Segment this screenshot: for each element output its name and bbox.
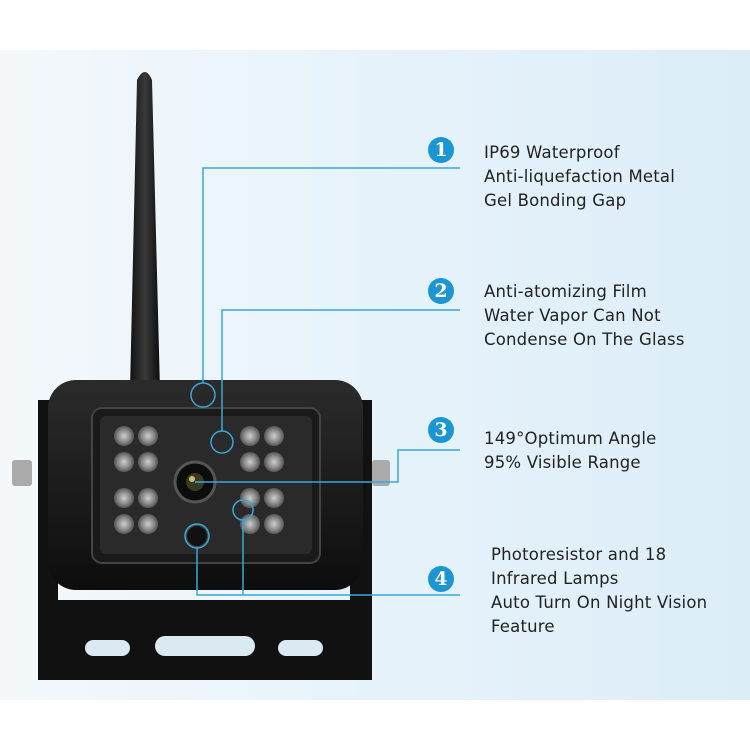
text-line: 149°Optimum Angle	[484, 429, 657, 448]
text-line: IP69 Waterproof	[484, 143, 620, 162]
text-line: Anti-liquefaction Metal	[484, 167, 675, 186]
feature-number-badge: 1	[428, 137, 454, 163]
background	[0, 50, 750, 700]
infrared-led	[264, 426, 284, 446]
text-line: Photoresistor and 18	[491, 545, 667, 564]
infrared-led	[138, 452, 158, 472]
infrared-led	[264, 488, 284, 508]
infrared-led	[240, 452, 260, 472]
feature-3-text: 149°Optimum Angle 95% Visible Range	[484, 427, 656, 475]
feature-number-badge: 3	[428, 417, 454, 443]
antenna	[130, 72, 160, 390]
feature-1-text: IP69 Waterproof Anti-liquefaction Metal …	[484, 141, 675, 213]
text-line: Condense On The Glass	[484, 330, 685, 349]
infrared-led	[138, 426, 158, 446]
infrared-led	[114, 514, 134, 534]
feature-4-text: Photoresistor and 18 Infrared Lamps Auto…	[491, 543, 707, 639]
infrared-led	[114, 488, 134, 508]
text-line: Infrared Lamps	[491, 569, 619, 588]
text-line: Auto Turn On Night Vision	[491, 593, 708, 612]
feature-number-badge: 2	[428, 278, 454, 304]
infrared-led	[240, 488, 260, 508]
mount-bracket	[38, 400, 372, 680]
infrared-led	[240, 426, 260, 446]
callout-lines	[184, 167, 460, 596]
infrared-led	[240, 514, 260, 534]
text-line: Gel Bonding Gap	[484, 191, 627, 210]
text-line: Water Vapor Can Not	[484, 306, 661, 325]
infrared-led	[264, 514, 284, 534]
text-line: 95% Visible Range	[484, 453, 641, 472]
infrared-led	[264, 452, 284, 472]
infrared-leds	[114, 426, 284, 534]
infrared-led	[138, 488, 158, 508]
text-line: Feature	[491, 617, 555, 636]
infrared-led	[114, 426, 134, 446]
infrared-led	[138, 514, 158, 534]
feature-2-text: Anti-atomizing Film Water Vapor Can Not …	[484, 280, 685, 352]
text-line: Anti-atomizing Film	[484, 282, 647, 301]
infrared-led	[114, 452, 134, 472]
feature-number-badge: 4	[428, 566, 454, 592]
